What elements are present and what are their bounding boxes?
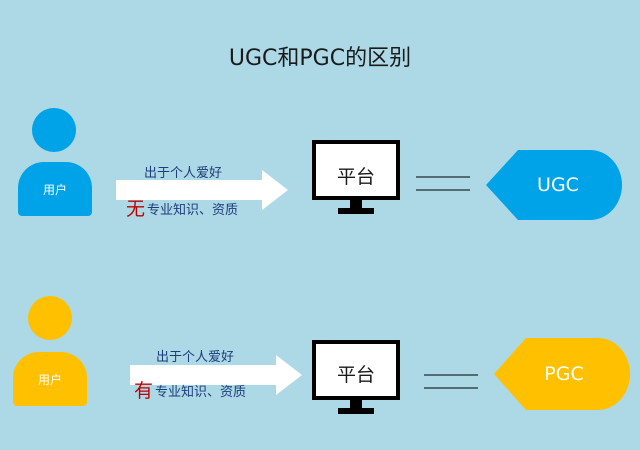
pgc-tag-icon bbox=[494, 338, 630, 410]
arrow-right-icon bbox=[130, 355, 302, 395]
platform-label: 平台 bbox=[336, 166, 375, 188]
diagram-title: UGC和PGC的区别 bbox=[228, 46, 412, 71]
arrow-right-icon bbox=[116, 170, 288, 210]
user-icon-head bbox=[32, 108, 76, 152]
user-icon: 用户 bbox=[18, 162, 92, 216]
condition-text: 无专业知识、资质 bbox=[126, 194, 238, 221]
user-icon-head bbox=[28, 296, 72, 340]
condition-mark: 无 bbox=[126, 198, 146, 220]
condition-label: 专业知识、资质 bbox=[147, 203, 239, 218]
ugc-label: UGC bbox=[537, 174, 579, 196]
equals-icon bbox=[416, 176, 470, 191]
equals-icon bbox=[424, 374, 478, 389]
condition-mark: 有 bbox=[134, 380, 154, 402]
user-label: 用户 bbox=[42, 182, 67, 197]
pgc-label: PGC bbox=[544, 363, 584, 385]
platform-label: 平台 bbox=[336, 364, 375, 386]
motive-text: 出于个人爱好 bbox=[144, 166, 223, 181]
motive-text: 出于个人爱好 bbox=[156, 350, 235, 365]
monitor-icon bbox=[312, 340, 400, 414]
user-label: 用户 bbox=[37, 372, 62, 387]
user-icon: 用户 bbox=[13, 352, 87, 406]
monitor-icon bbox=[312, 140, 400, 214]
condition-label: 专业知识、资质 bbox=[155, 385, 247, 400]
condition-text: 有专业知识、资质 bbox=[134, 376, 246, 403]
ugc-tag-icon bbox=[486, 150, 622, 220]
